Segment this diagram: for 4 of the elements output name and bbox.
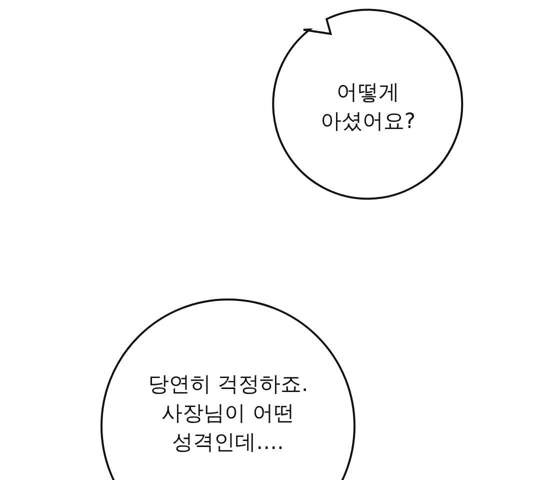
speech-text: 당연히 걱정하죠. 사장님이 어떤 성격인데…. [146, 371, 310, 456]
speech-bubble [100, 298, 356, 480]
speech-bubble [272, 8, 464, 200]
speech-text: 어떻게 아셨어요? [319, 79, 417, 135]
